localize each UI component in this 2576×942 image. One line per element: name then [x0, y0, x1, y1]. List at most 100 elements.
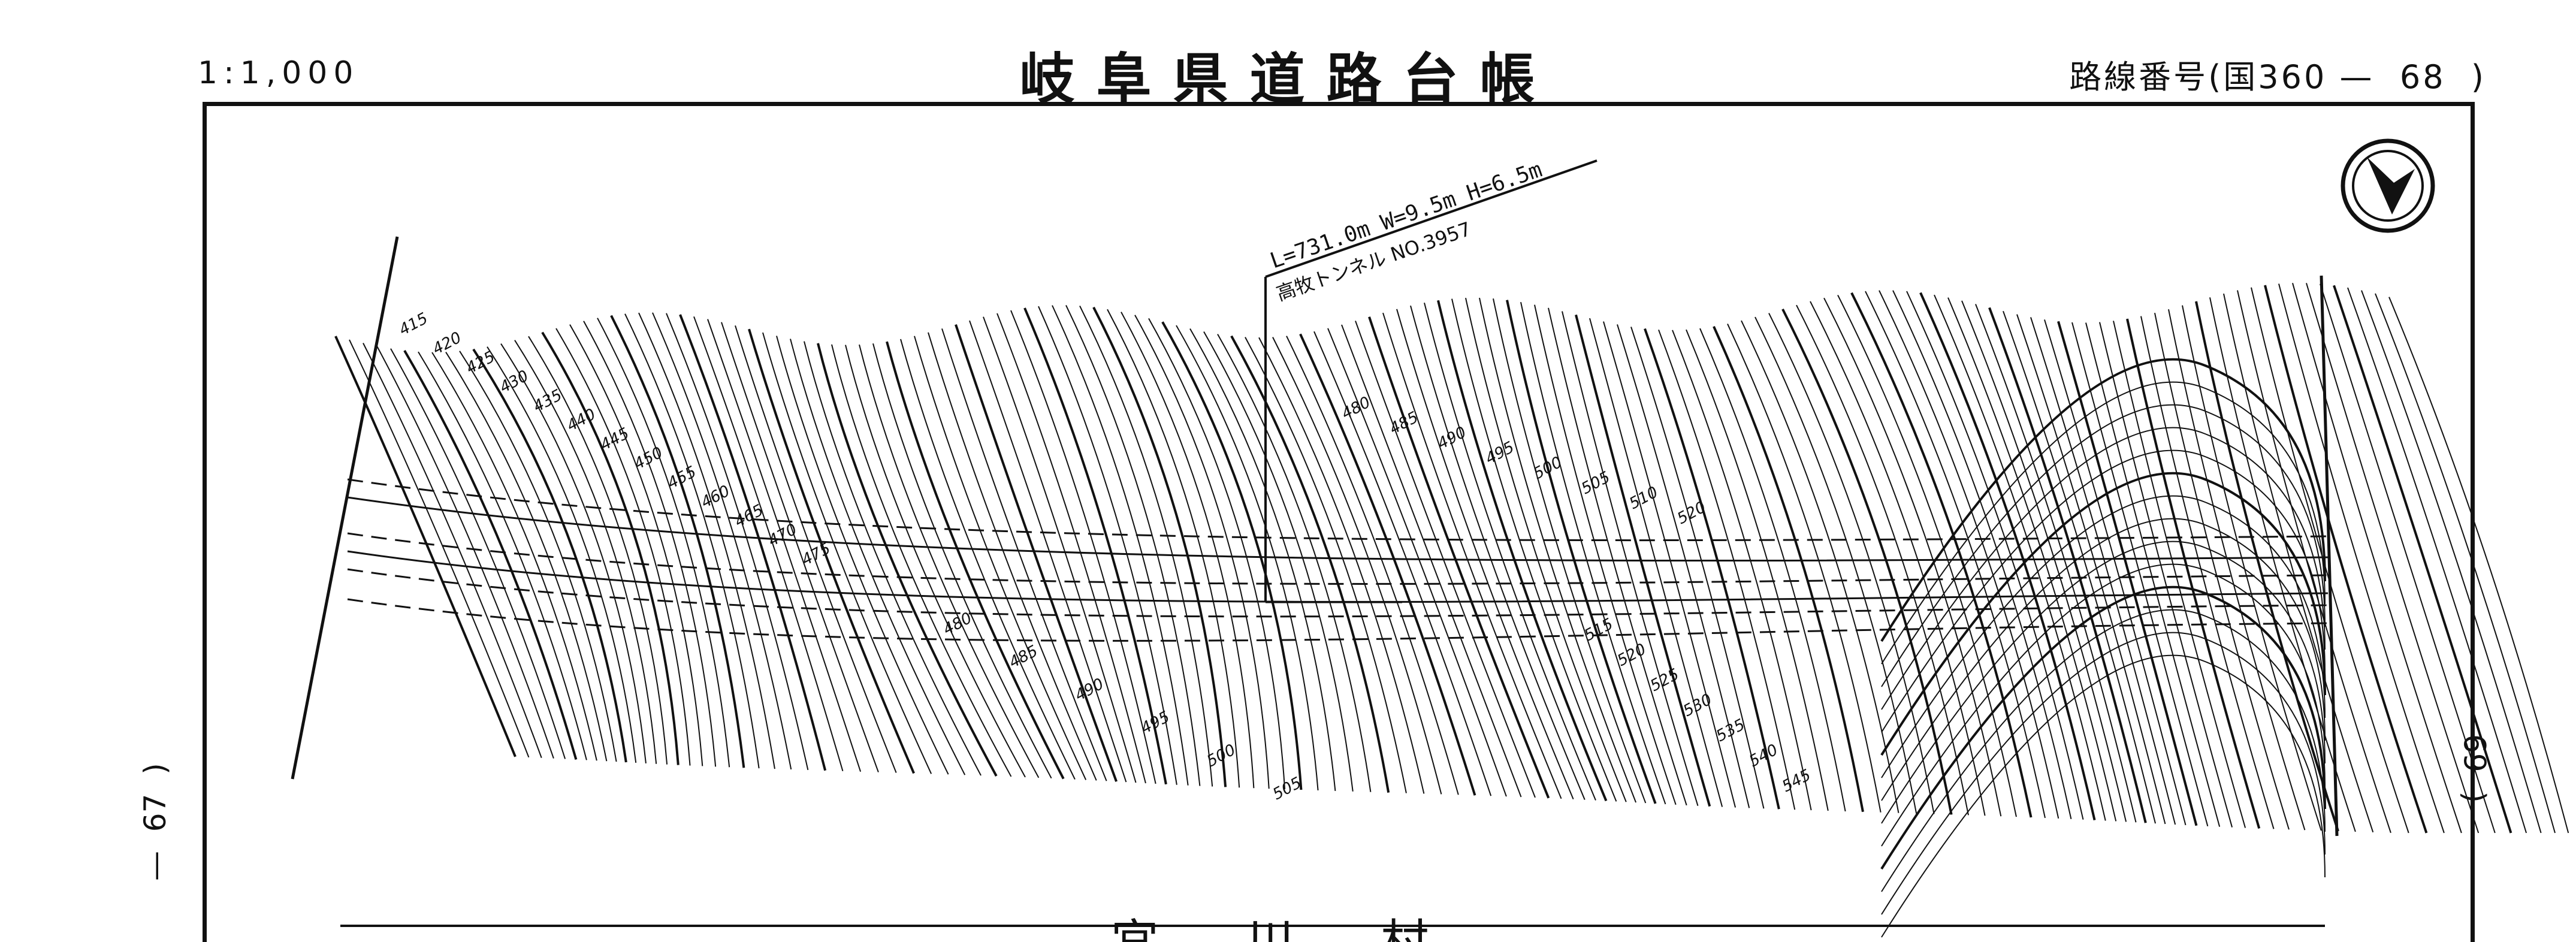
contour-line [2057, 321, 2198, 826]
contour-line [2237, 290, 2391, 834]
contour-line [1988, 307, 2147, 823]
contour-line [1919, 292, 2096, 821]
contour-line [1837, 295, 2017, 817]
contour-line [459, 351, 617, 762]
contour-line [1203, 331, 1354, 792]
contour-line [1850, 292, 2033, 818]
contour-line [1881, 404, 2326, 687]
contour-line [1245, 337, 1407, 793]
contour-line [2251, 287, 2409, 834]
contour-line [2361, 290, 2542, 834]
contour-line [1881, 381, 2326, 665]
contour-line [624, 313, 760, 769]
contour-line [1299, 333, 1476, 796]
contour-line [1258, 337, 1425, 794]
contour-line [1880, 585, 2326, 870]
contour-line [914, 336, 1087, 780]
contour-label: 470 [765, 520, 800, 550]
contour-line [1355, 321, 1536, 798]
contour-line [1548, 307, 1687, 806]
contour-line [1881, 654, 2326, 938]
contour-label: 490 [1072, 675, 1107, 705]
contour-line [2085, 322, 2221, 827]
north-arrow-icon [2341, 138, 2435, 233]
contour-line [1768, 313, 1935, 814]
route-code: 国360 [2223, 58, 2327, 96]
contour-line [2388, 297, 2569, 834]
contour-line [1575, 314, 1711, 807]
contour-line [1161, 321, 1303, 790]
contour-line [2140, 316, 2275, 829]
contour-line [928, 332, 1097, 781]
contour-line [2223, 293, 2374, 833]
contour-line [2264, 285, 2428, 834]
route-label: 路線番号 [2069, 58, 2209, 96]
right-boundary-line [2320, 275, 2339, 837]
contour-line [666, 313, 809, 771]
contour-line [1880, 358, 2326, 642]
contour-line [363, 343, 542, 758]
map-scale: 1:1,000 [198, 55, 360, 91]
contour-label: 540 [1746, 741, 1781, 771]
contour-hatching [334, 283, 2569, 938]
contour-line [1520, 301, 1666, 805]
contour-line [1881, 632, 2326, 915]
contour-line [403, 350, 578, 760]
contour-line [872, 343, 1052, 779]
contour-line [2292, 283, 2462, 834]
road-edge-line [347, 496, 2329, 562]
contour-line [859, 344, 1040, 778]
contour-label: 495 [1482, 438, 1517, 468]
route-open-paren: ( [2208, 58, 2224, 96]
road-edge-line [347, 598, 2329, 642]
contour-line [528, 336, 668, 765]
contour-line [1479, 297, 1637, 803]
contour-line [1865, 291, 2046, 819]
contour-line [1934, 294, 2106, 821]
contour-line [845, 345, 1026, 778]
contour-line [1382, 312, 1562, 799]
contour-line [1010, 310, 1156, 784]
contour-line [762, 332, 932, 774]
road-edge-line [347, 568, 2329, 618]
contour-line [2278, 283, 2445, 834]
contour-line [1189, 328, 1336, 791]
contour-line [638, 312, 775, 769]
contour-line [1672, 330, 1812, 811]
contour-line [472, 348, 627, 763]
contour-line [500, 343, 647, 763]
contour-line [679, 314, 827, 771]
road-edge-line [347, 478, 2329, 542]
contour-line [969, 320, 1127, 783]
contour-line [2375, 293, 2556, 834]
contour-line [1437, 300, 1608, 802]
contour-line [1961, 300, 2127, 822]
contour-line [1368, 316, 1550, 799]
contour-line [1038, 306, 1177, 785]
road-edge-line [347, 532, 2329, 585]
contour-line [1713, 325, 1864, 813]
contour-line [1781, 308, 1953, 815]
contour-line [1892, 290, 2072, 819]
contour-line [610, 315, 745, 768]
road-edge-line [347, 550, 2329, 603]
contour-label: 545 [1779, 766, 1814, 796]
sheet-header: 1:1,000 岐阜県道路台帳 路線番号(国360 — 68 ) [0, 0, 2576, 111]
contour-line [555, 328, 691, 766]
contour-line [817, 343, 998, 777]
road-lines [347, 478, 2329, 642]
contour-line [1741, 320, 1899, 813]
contour-line [790, 339, 966, 775]
place-name: 宮 川 村 [1111, 914, 1465, 942]
contour-line [996, 313, 1146, 784]
contour-label: 480 [1339, 393, 1373, 423]
contour-line [1121, 312, 1255, 789]
contour-line [1534, 304, 1677, 805]
contour-line [2333, 285, 2512, 834]
contour-line [2306, 283, 2480, 834]
contour-line [2044, 319, 2187, 826]
contour-line [376, 346, 554, 759]
contour-line [652, 312, 792, 770]
contour-line [900, 339, 1076, 780]
